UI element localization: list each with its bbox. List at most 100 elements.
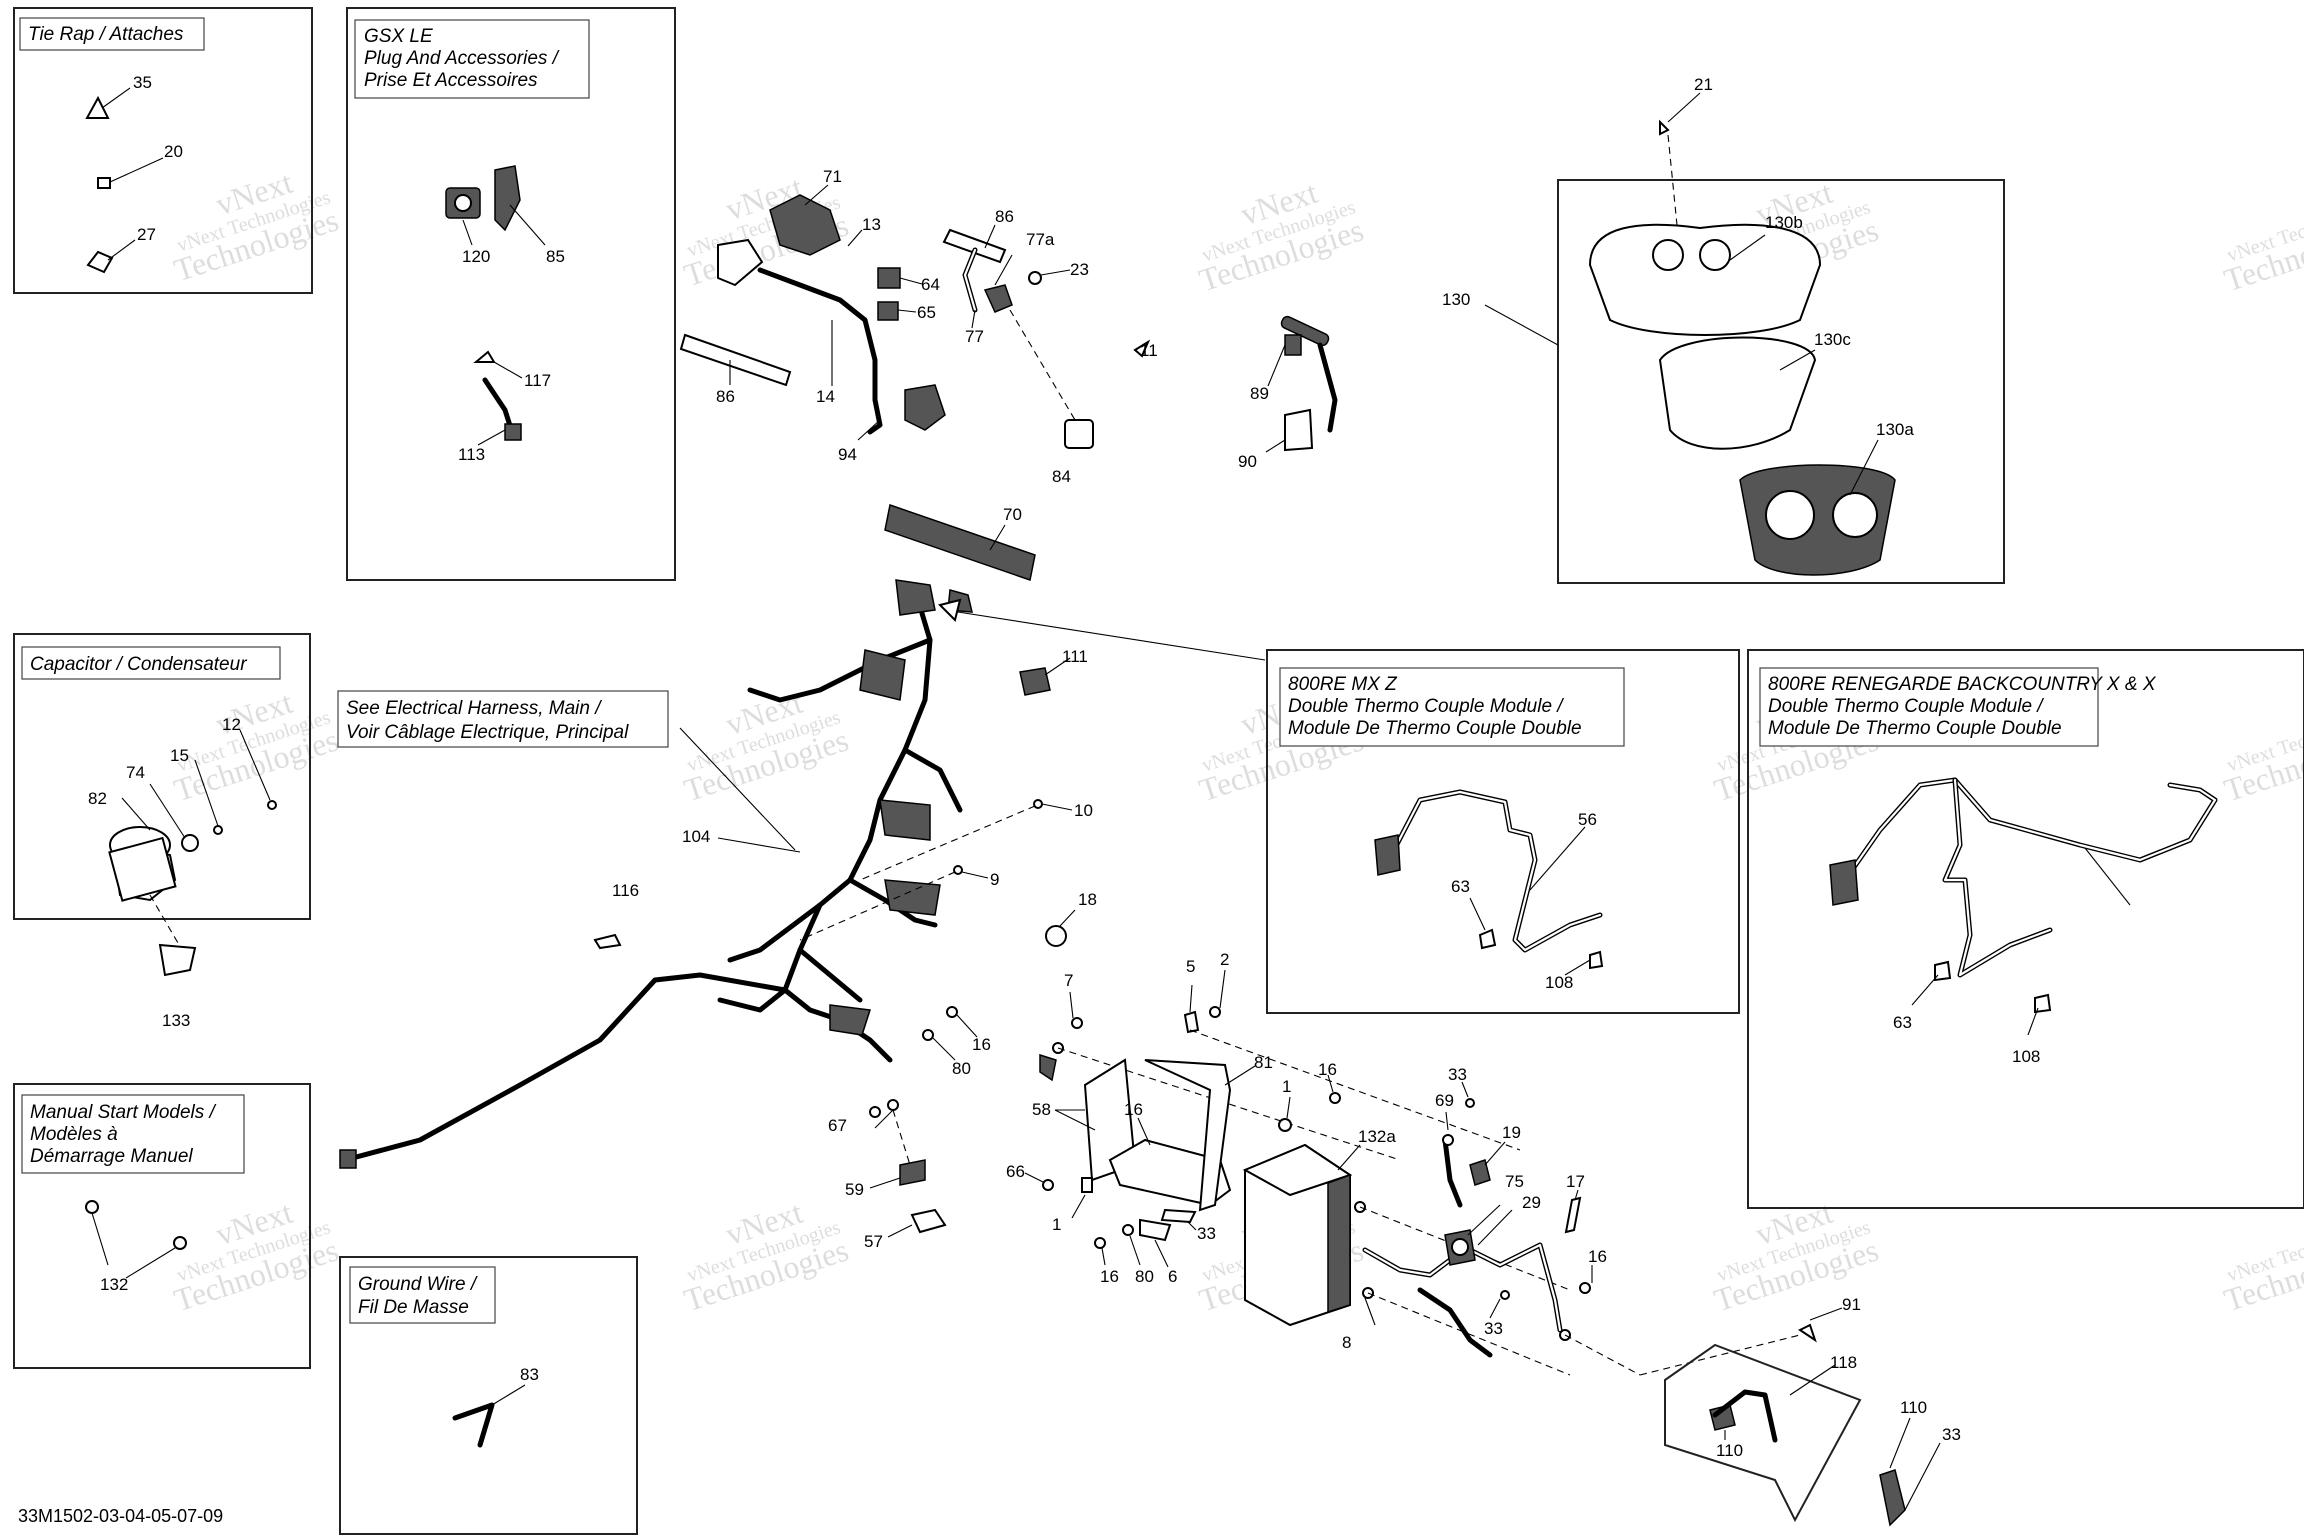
bracket-part <box>1144 1059 1232 1212</box>
manual-start-box: Manual Start Models / Modèles à Démarrag… <box>13 1083 311 1369</box>
callout-111: 111 <box>1062 647 1088 666</box>
callout-21: 21 <box>1694 75 1713 94</box>
callout-6d: 33 <box>1942 1425 1961 1444</box>
callout-15: 15 <box>170 746 189 765</box>
callout-130b: 130b <box>1765 213 1803 232</box>
callout-113: 113 <box>458 445 485 464</box>
main-harness: 70 111 See Electrical Harness, Main / Vo… <box>337 504 1266 1251</box>
callout-77: 77 <box>965 327 984 346</box>
nut-part <box>1465 1098 1475 1108</box>
clip-part <box>1589 950 1604 970</box>
capacitor-box: Capacitor / Condensateur 82 74 15 12 133 <box>13 633 311 1030</box>
accessory-plug-part <box>494 165 521 232</box>
callout-11: 11 <box>1140 341 1158 360</box>
cable-part <box>1139 1218 1172 1242</box>
callout-133: 133 <box>162 1011 190 1030</box>
callout-110: 56 <box>1578 810 1597 829</box>
nut-part <box>213 825 223 835</box>
callout-10: 10 <box>1074 801 1093 820</box>
tie-rap-part <box>85 95 110 119</box>
battery-area: 7 5 2 81 58 16 1 16 66 1 16 <box>1006 950 1521 1286</box>
connector-part <box>1039 1053 1057 1082</box>
callout-2: 2 <box>1220 950 1229 969</box>
callout-3e: 16 <box>1588 1247 1607 1266</box>
connector-part <box>859 649 906 701</box>
callout-132a: 8 <box>1342 1333 1351 1352</box>
callout-58: 1 <box>1282 1077 1291 1096</box>
gauge-box: 21 130b 130 130c 130a <box>1442 75 2005 584</box>
callout-120: 120 <box>462 247 490 266</box>
bolt-part <box>1579 1282 1591 1294</box>
clip-part <box>1934 960 1952 982</box>
callout-104: 104 <box>682 827 710 846</box>
gsx-title-1: GSX LE <box>364 26 433 47</box>
callout-18: 18 <box>1078 890 1097 909</box>
callout-1: 66 <box>1006 1162 1025 1181</box>
mxz-title-1: 800RE MX Z <box>1288 674 1398 695</box>
connector-part <box>1019 667 1051 696</box>
manual-start-title-3: Démarrage Manuel <box>30 1146 193 1167</box>
callout-63: 108 <box>1545 973 1573 992</box>
gauge-bezel-part <box>1588 223 1822 336</box>
ground-wire-title-2: Fil De Masse <box>358 1297 469 1318</box>
callout-12: 12 <box>222 715 241 734</box>
socket-part <box>1064 419 1094 449</box>
cap-cover-part <box>158 943 197 977</box>
tie-rap-title: Tie Rap / Attaches <box>28 24 184 45</box>
connector-part <box>884 879 941 916</box>
mxz-box: 800RE MX Z Double Thermo Couple Module /… <box>1266 649 1740 1014</box>
callout-91: 118 <box>1830 1353 1857 1372</box>
battery-solenoid: 132a 8 69 33 19 75 29 33 17 16 <box>1242 1065 1961 1527</box>
callout-117: 117 <box>524 371 551 390</box>
ground-wire-title-1: Ground Wire / <box>358 1274 478 1295</box>
pin-part <box>1798 1323 1817 1343</box>
callout-75: 29 <box>1522 1193 1541 1212</box>
callout-6b: 33 <box>1448 1065 1467 1084</box>
callout-66: 6 <box>1168 1267 1177 1286</box>
callout-16: 80 <box>952 1059 971 1078</box>
cable-part <box>1160 1208 1197 1224</box>
callout-83: 83 <box>520 1365 539 1384</box>
callout-64: 64 <box>921 275 940 294</box>
callout-70: 70 <box>1003 505 1022 524</box>
battery-tray-part <box>1108 1138 1232 1207</box>
tie-rap-box: Tie Rap / Attaches 35 20 27 <box>13 7 313 294</box>
manual-start-title-2: Modèles à <box>30 1124 118 1145</box>
callout-17: 91 <box>1842 1295 1861 1314</box>
callout-58b: 1 <box>1052 1215 1061 1234</box>
nut-part <box>1278 1118 1292 1132</box>
relay-part <box>877 301 899 321</box>
capacitor-title: Capacitor / Condensateur <box>30 654 247 675</box>
callout-80: 81 <box>1254 1053 1273 1072</box>
callout-6: 33 <box>1197 1224 1216 1243</box>
callout-6c: 33 <box>1484 1319 1503 1338</box>
connector-part <box>339 1149 357 1169</box>
callout-74: 74 <box>126 763 145 782</box>
nut-part <box>173 1236 187 1250</box>
callout-116: 116 <box>612 881 639 900</box>
bulb-part <box>1133 339 1151 358</box>
diagram-code: 33M1502-03-04-05-07-09 <box>18 1506 223 1526</box>
callout-118: 110 <box>1716 1441 1743 1460</box>
thermo-module-part <box>1829 859 1859 906</box>
bolt-part <box>869 1106 881 1118</box>
switch-part <box>769 194 841 256</box>
heater-part <box>983 284 1013 313</box>
sensor-part <box>899 1159 926 1186</box>
callout-85: 85 <box>546 247 565 266</box>
renegade-box: 800RE RENEGARDE BACKCOUNTRY X & X Double… <box>1747 649 2304 1209</box>
callout-63b: 108 <box>2012 1047 2040 1066</box>
clip-part <box>1469 1159 1491 1186</box>
mxz-title-3: Module De Thermo Couple Double <box>1288 718 1582 739</box>
callout-89: 89 <box>1250 384 1269 403</box>
washer-part <box>181 834 199 852</box>
plate-part <box>910 1208 947 1234</box>
callout-130c: 130c <box>1814 330 1851 349</box>
connector-part <box>504 423 522 441</box>
bolt-part <box>1042 1179 1054 1191</box>
callout-7: 7 <box>1064 971 1073 990</box>
screw-part <box>1659 119 1670 136</box>
gsx-title-2: Plug And Accessories / <box>364 48 560 69</box>
callout-82: 82 <box>88 789 107 808</box>
handlebar-switch-part <box>717 238 764 287</box>
